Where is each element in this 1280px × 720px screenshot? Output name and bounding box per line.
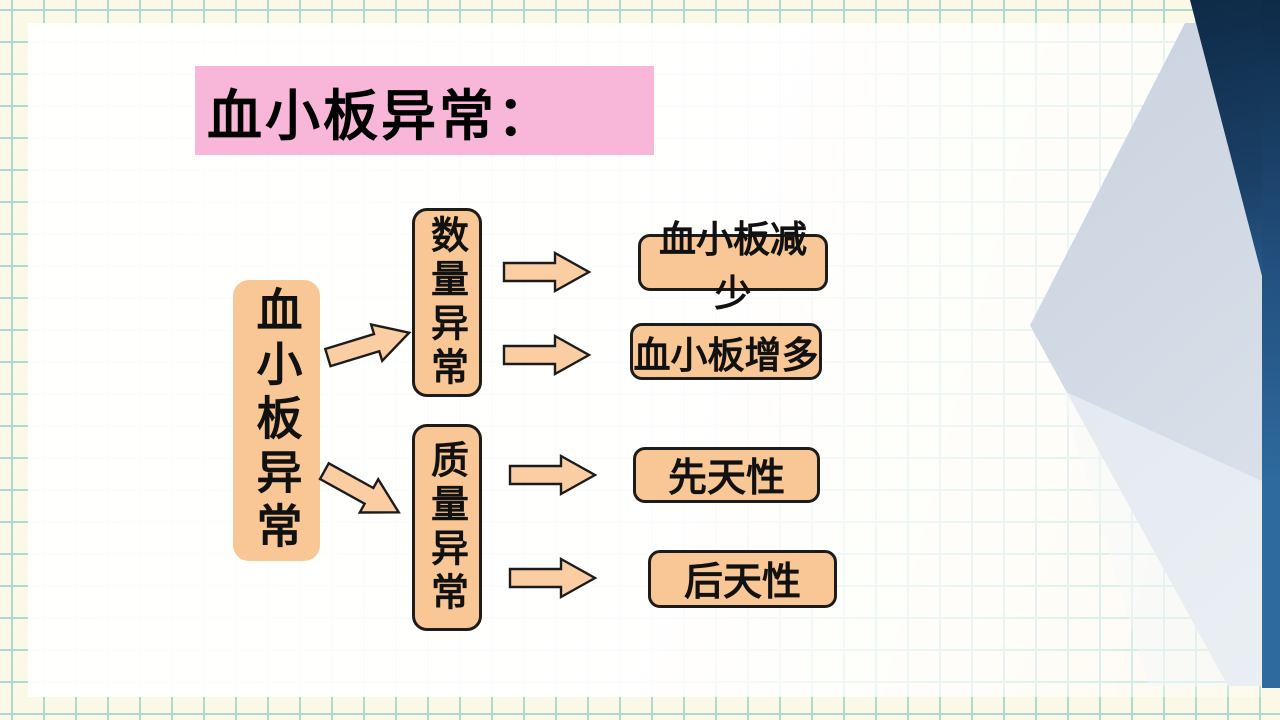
- node-label: 后天性: [683, 560, 801, 605]
- node-congenital: 先天性: [633, 447, 820, 503]
- node-platelet-decrease: 血小板减少: [638, 218, 828, 315]
- arrow-quality-to-acquired-icon: [508, 556, 598, 600]
- node-quality-abnormality: 质量异常: [412, 424, 482, 631]
- arrow-quantity-to-increase-icon: [502, 333, 592, 377]
- blue-edge-strip: [1262, 0, 1280, 688]
- node-acquired: 后天性: [648, 550, 837, 608]
- node-label: 先天性: [667, 456, 785, 501]
- node-platelet-increase: 血小板增多: [630, 323, 822, 380]
- node-root-platelet-abnormality: 血小板异常: [233, 280, 320, 561]
- node-label: 质量异常: [424, 439, 469, 616]
- node-quantity-abnormality: 数量异常: [412, 208, 482, 397]
- title-banner: 血小板异常：: [195, 66, 654, 155]
- node-label: 血小板减少: [659, 217, 807, 315]
- arrow-root-to-quantity-icon: [323, 322, 412, 368]
- node-label: 血小板异常: [249, 285, 304, 556]
- node-label: 数量异常: [424, 214, 469, 391]
- node-label: 血小板增多: [633, 333, 819, 377]
- arrow-quality-to-congenital-icon: [508, 453, 598, 497]
- arrow-quantity-to-decrease-icon: [502, 250, 592, 294]
- arrow-root-to-quality-icon: [318, 461, 401, 514]
- page-title: 血小板异常：: [207, 82, 556, 148]
